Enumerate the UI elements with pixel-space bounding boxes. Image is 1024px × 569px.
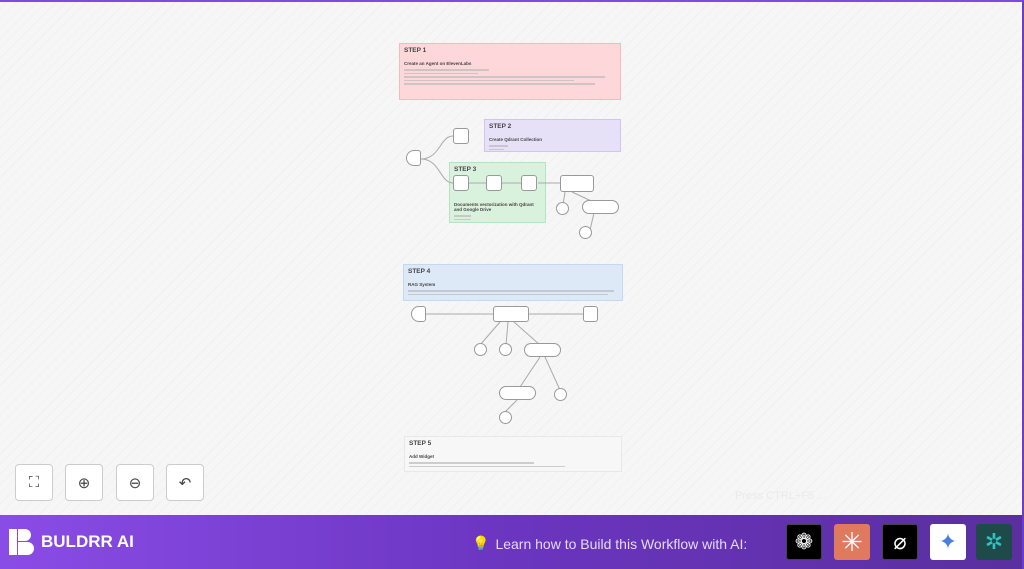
fit-view-button[interactable]: ⛶ <box>15 464 53 501</box>
sticky-step-3: STEP 3 Documents vectorization with Qdra… <box>449 162 546 223</box>
grok-icon: ⌀ <box>893 529 907 554</box>
undo-icon: ↶ <box>178 474 192 492</box>
chat-trigger-node[interactable] <box>406 150 421 166</box>
hint-watermark: Press CTRL+F5 ... <box>735 490 827 502</box>
workflow-canvas[interactable]: STEP 1 Create an Agent on ElevenLabs STE… <box>0 0 1024 515</box>
step-subtitle: RAG System <box>408 282 436 287</box>
zoom-in-icon: ⊕ <box>77 474 91 492</box>
claude-icon: ✳ <box>841 526 863 557</box>
fullscreen-icon: ⛶ <box>28 474 40 491</box>
respond-node[interactable] <box>583 306 598 322</box>
perplexity-icon: ✲ <box>984 529 1004 554</box>
step-subtitle: Create Qdrant Collection <box>489 137 543 142</box>
step-title: STEP 3 <box>454 166 477 173</box>
brand-name: BULDRR AI <box>41 532 134 551</box>
google-drive-node[interactable] <box>486 175 502 191</box>
sticky-step-2: STEP 2 Create Qdrant Collection <box>484 119 621 152</box>
step-subtitle: Add Widget <box>409 454 434 459</box>
document-loader-node[interactable] <box>582 200 619 214</box>
sticky-step-4: STEP 4 RAG System <box>403 264 623 301</box>
brand-logo[interactable]: BULDRR AI <box>9 529 134 555</box>
buldrr-logo-icon <box>9 529 34 555</box>
http-request-node[interactable] <box>453 128 469 144</box>
learn-text: Learn how to Build this Workflow with AI… <box>495 535 748 552</box>
chatgpt-button[interactable]: ❁ <box>786 524 822 560</box>
claude-button[interactable]: ✳ <box>834 524 870 560</box>
step-title: STEP 1 <box>404 47 427 54</box>
lightbulb-icon: 💡 <box>472 535 490 551</box>
vector-store-tool-node[interactable] <box>524 343 561 357</box>
memory-node[interactable] <box>499 343 512 356</box>
chat-model-node[interactable] <box>554 388 567 401</box>
webhook-node[interactable] <box>411 306 426 322</box>
grok-button[interactable]: ⌀ <box>882 524 918 560</box>
zoom-out-icon: ⊖ <box>128 474 142 492</box>
perplexity-button[interactable]: ✲ <box>976 524 1012 560</box>
workflow-connections <box>420 135 601 413</box>
sticky-step-5: STEP 5 Add Widget <box>404 436 622 472</box>
step-subtitle: Documents vectorization with Qdrant and … <box>454 202 534 212</box>
embeddings-node[interactable] <box>556 202 569 215</box>
step-title: STEP 4 <box>408 268 431 275</box>
gemini-button[interactable]: ✦ <box>930 524 966 560</box>
sticky-step-1: STEP 1 Create an Agent on ElevenLabs <box>399 43 621 100</box>
ai-agent-node[interactable] <box>493 306 529 322</box>
chat-model-node[interactable] <box>474 343 487 356</box>
http-request-node[interactable] <box>453 175 469 191</box>
zoom-out-button[interactable]: ⊖ <box>116 464 154 501</box>
step-title: STEP 2 <box>489 123 512 130</box>
learn-link[interactable]: 💡 Learn how to Build this Workflow with A… <box>472 535 747 552</box>
vector-store-node[interactable] <box>499 386 536 400</box>
gemini-icon: ✦ <box>938 529 958 554</box>
embeddings-node[interactable] <box>499 411 512 424</box>
google-drive-node[interactable] <box>521 175 537 191</box>
text-splitter-node[interactable] <box>579 226 592 239</box>
undo-button[interactable]: ↶ <box>166 464 204 501</box>
step-subtitle: Create an Agent on ElevenLabs <box>404 61 472 66</box>
zoom-in-button[interactable]: ⊕ <box>65 464 103 501</box>
openai-icon: ❁ <box>794 529 814 554</box>
step-title: STEP 5 <box>409 440 432 447</box>
vector-store-node[interactable] <box>560 175 594 192</box>
